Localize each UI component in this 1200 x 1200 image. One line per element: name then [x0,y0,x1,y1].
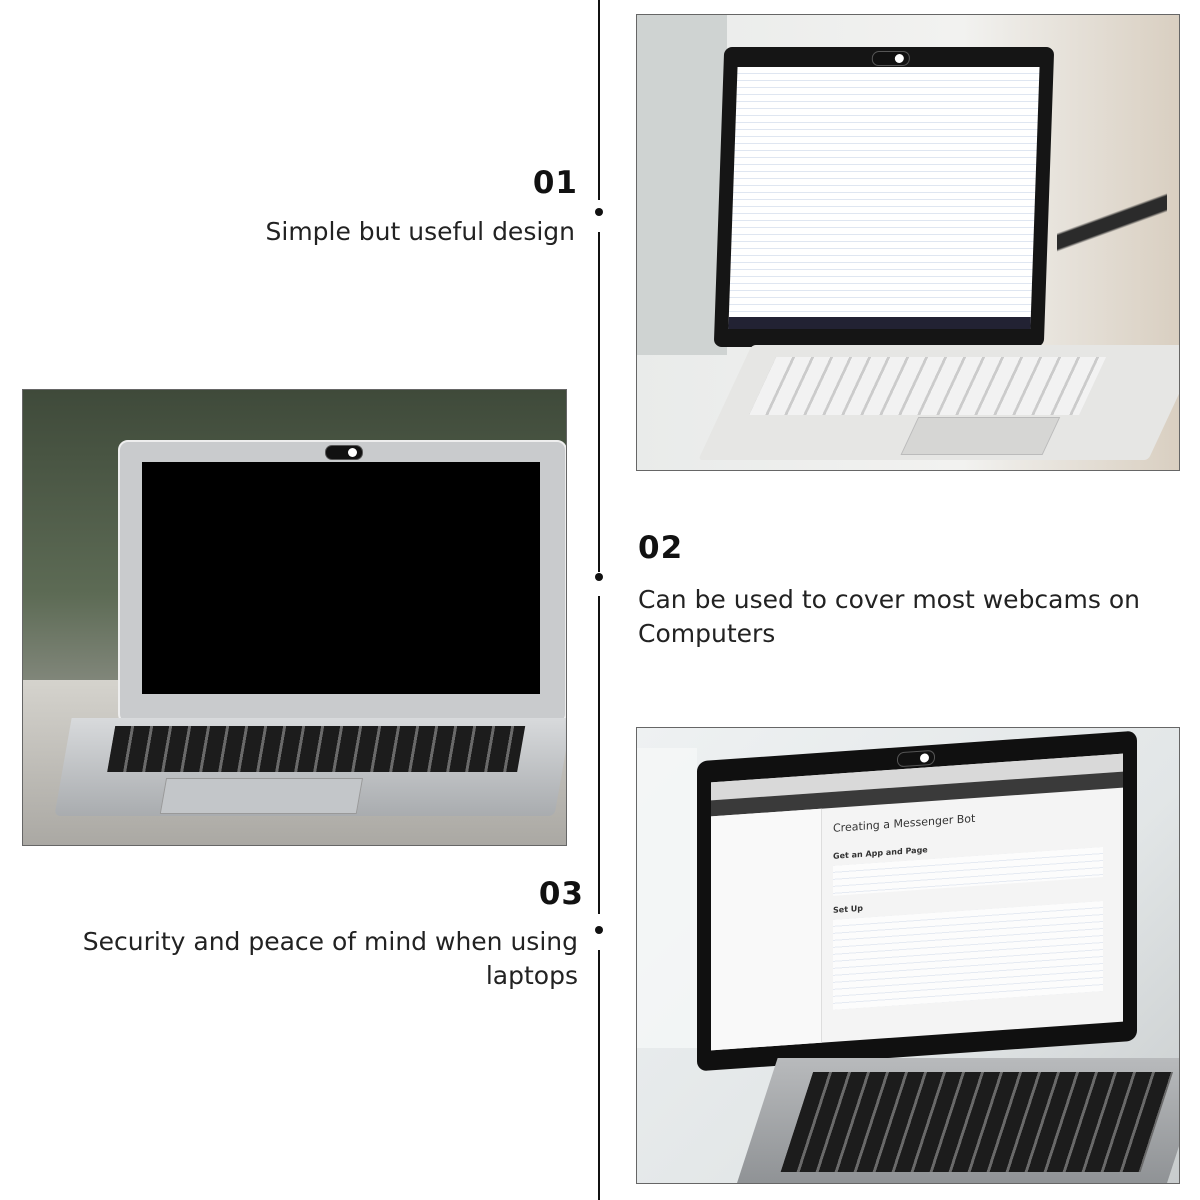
timeline-line-top [598,0,600,200]
tripod [1057,125,1167,355]
timeline-dot-1 [595,208,603,216]
timeline-line-bottom [598,950,600,1200]
photo-laptop-stand [636,14,1180,471]
keyboard [780,1072,1174,1172]
laptop-screen-code [728,67,1040,329]
background-monitor [637,15,727,355]
photo-macbook-air [22,389,567,846]
webcam-cover-icon [325,445,363,460]
timeline-dot-2 [595,573,603,581]
feature-number-03: 03 [538,876,584,912]
page-heading: Creating a Messenger Bot [833,811,976,835]
feature-number-02: 02 [638,530,684,566]
trackpad [900,417,1061,455]
keyboard [749,357,1107,415]
taskbar [728,317,1031,329]
feature-text-02: Can be used to cover most webcams on Com… [638,585,1140,648]
feature-text-01: Simple but useful design [265,217,576,246]
timeline-dot-3 [595,926,603,934]
photo-macbook-pro: Creating a Messenger Bot Get an App and … [636,727,1180,1184]
webcam-cover-icon [897,749,935,768]
laptop-screen: Creating a Messenger Bot Get an App and … [711,753,1123,1051]
glass-jar [637,748,697,1048]
laptop-screen-bezel: Creating a Messenger Bot Get an App and … [697,730,1137,1072]
laptop-screen-black [142,462,540,694]
laptop-deck [698,345,1179,460]
feature-text-03: Security and peace of mind when using la… [82,927,578,990]
feature-number-01: 01 [532,165,578,201]
timeline-line-mid [598,232,600,572]
laptop-base [54,718,566,816]
webcam-cover-icon [871,51,911,66]
site-sidebar [711,808,822,1051]
trackpad [159,778,364,814]
laptop-screen-bezel [713,47,1055,347]
laptop-base [736,1058,1179,1183]
page-text-block-2 [833,900,1103,1010]
laptop-lid [118,440,566,724]
keyboard [107,726,526,772]
timeline-line-lower [598,596,600,914]
